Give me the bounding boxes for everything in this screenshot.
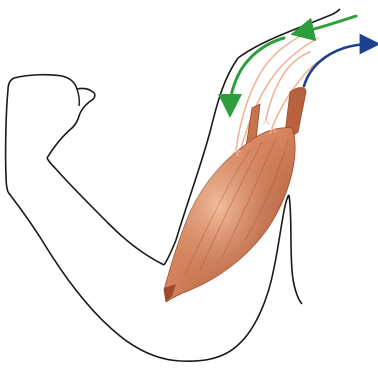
upper-arm-outline [238, 9, 340, 58]
fist-outline [6, 75, 95, 192]
back-of-arm-outline [289, 195, 302, 304]
biceps-muscle [164, 88, 306, 303]
knuckle-line [77, 89, 79, 106]
forearm-upper-outline [47, 158, 164, 265]
forearm-lower-outline [8, 192, 180, 361]
